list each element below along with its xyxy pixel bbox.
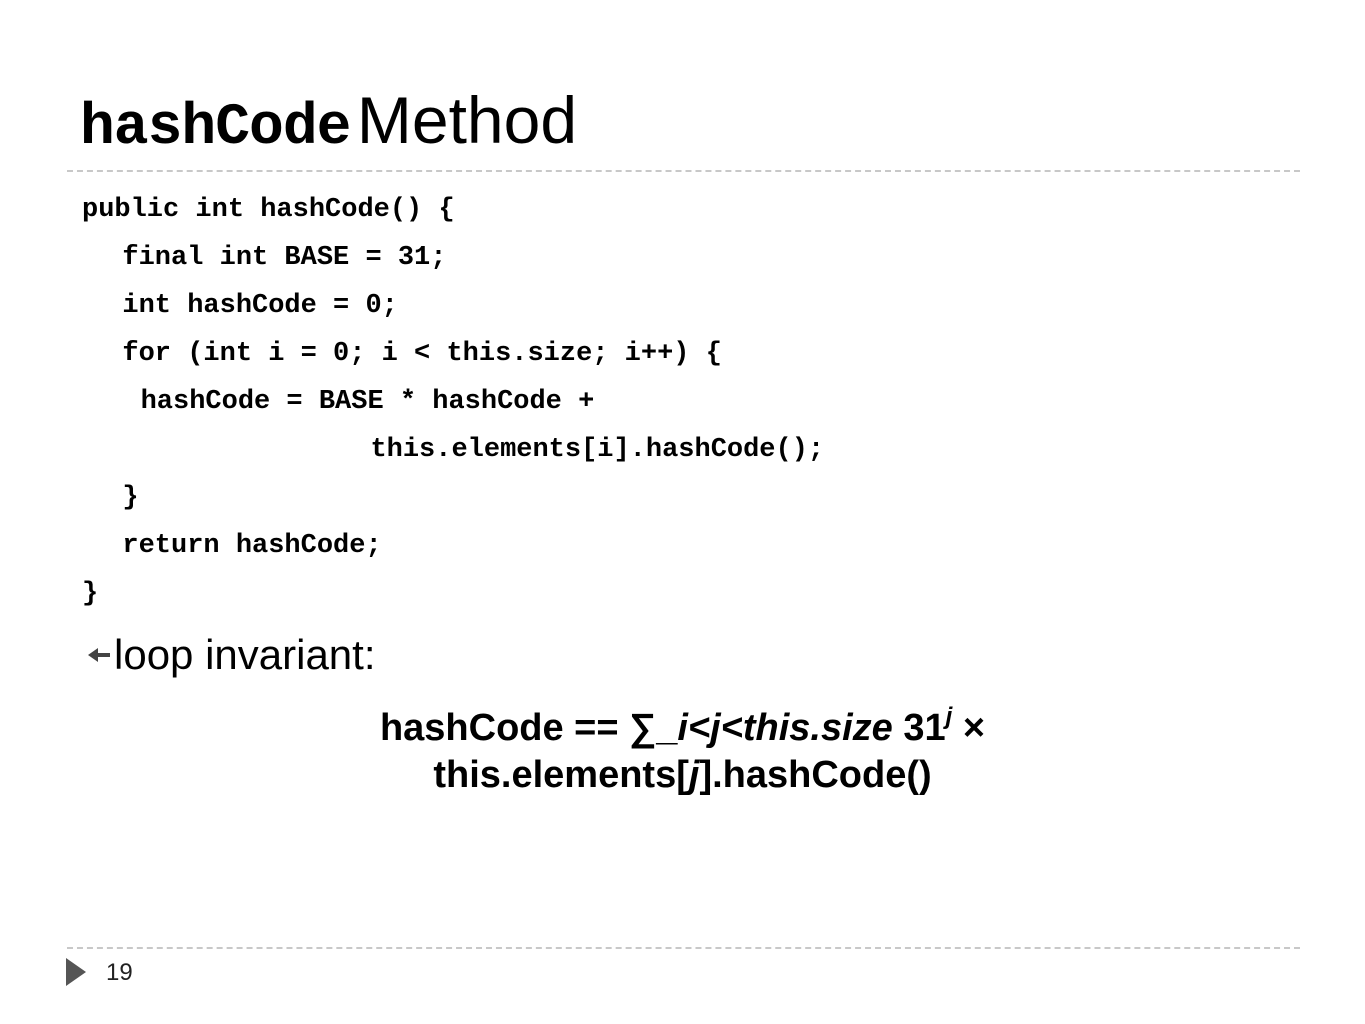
code-line: } xyxy=(90,483,139,513)
loop-invariant-formula-line-1: hashCode == ∑_i<j<this.size 31j × xyxy=(100,690,1265,749)
code-line: hashCode = BASE * hashCode + xyxy=(92,387,595,417)
code-line: this.elements[i].hashCode(); xyxy=(95,435,825,465)
triangle-right-icon xyxy=(66,958,86,986)
top-divider xyxy=(67,170,1300,172)
code-line: final int BASE = 31; xyxy=(90,243,447,273)
formula-part: this.elements[ xyxy=(433,754,689,796)
code-line: for (int i = 0; i < this.size; i++) { xyxy=(90,339,722,369)
code-line: public int hashCode() { xyxy=(82,195,455,225)
code-line: return hashCode; xyxy=(90,531,382,561)
page-number: 19 xyxy=(106,959,133,986)
arrow-left-bullet-icon xyxy=(88,648,110,662)
formula-part: i<j<this.size xyxy=(677,707,893,749)
formula-part: j xyxy=(688,754,700,796)
code-line: } xyxy=(82,579,99,609)
bullet-item: loop invariant: xyxy=(86,630,376,680)
slide-title: hashCode Method xyxy=(80,78,577,162)
formula-superscript: j xyxy=(945,703,953,730)
formula-part: hashCode == ∑_ xyxy=(379,707,678,749)
title-code: hashCode xyxy=(80,96,351,161)
loop-invariant-formula-line-2: this.elements[j].hashCode() xyxy=(100,748,1265,802)
code-line: int hashCode = 0; xyxy=(90,291,398,321)
bullet-text: loop invariant: xyxy=(114,631,376,678)
title-text: Method xyxy=(356,83,578,157)
formula-part: ].hashCode() xyxy=(699,754,932,796)
formula-part: × xyxy=(952,707,986,749)
bottom-divider xyxy=(67,947,1300,949)
formula-part: 31 xyxy=(892,707,946,749)
